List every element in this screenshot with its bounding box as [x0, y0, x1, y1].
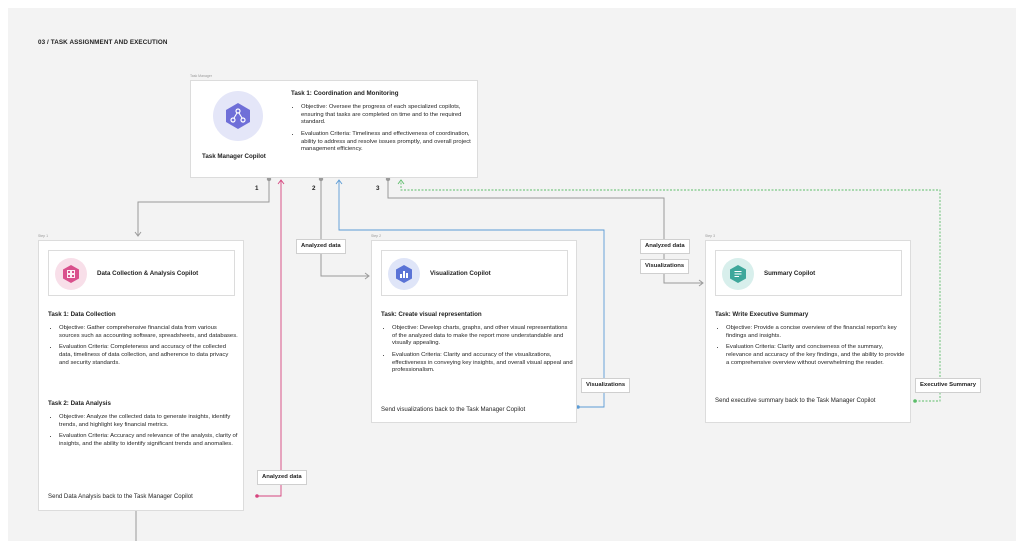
manager-small-label: Task Manager	[190, 74, 212, 78]
assign-connector-3-arrow	[698, 279, 704, 287]
document-lines-icon	[730, 265, 746, 283]
diagram-canvas: 03 / TASK ASSIGNMENT AND EXECUTION 1 2 3…	[8, 8, 1016, 541]
step3-bullets: Objective: Provide a concise overview of…	[716, 325, 908, 372]
assignment-number-3: 3	[376, 185, 380, 192]
step2-copilot-header: Visualization Copilot	[381, 250, 568, 296]
list-item: Objective: Provide a concise overview of…	[726, 325, 908, 340]
step3-copilot-header: Summary Copilot	[715, 250, 902, 296]
data-collection-card[interactable]: Data Collection & Analysis Copilot Task …	[38, 240, 244, 511]
list-item: Objective: Oversee the progress of each …	[301, 104, 477, 127]
visualization-card[interactable]: Visualization Copilot Task: Create visua…	[371, 240, 577, 423]
return-connector-step1-arrow	[277, 179, 285, 185]
return-connector-step2-dot	[576, 405, 580, 409]
page-title: 03 / TASK ASSIGNMENT AND EXECUTION	[38, 39, 168, 46]
bar-chart-icon	[396, 265, 412, 283]
step1-footer: Send Data Analysis back to the Task Mana…	[48, 493, 193, 500]
return-connector-step1	[257, 180, 282, 497]
connector-layer	[134, 176, 941, 541]
edge-label-analyzed-data-viz: Analyzed data	[296, 239, 346, 254]
network-nodes-icon	[226, 103, 250, 129]
list-item: Evaluation Criteria: Accuracy and releva…	[59, 433, 239, 448]
manager-name: Task Manager Copilot	[202, 153, 266, 160]
edge-label-analyzed-data-summary: Analyzed data	[640, 239, 690, 254]
edge-label-executive-summary-return: Executive Summary	[915, 378, 981, 393]
return-connector-step3-arrow	[397, 179, 405, 185]
step3-small-label: Step 3	[705, 234, 716, 238]
step1-task2-title: Task 2: Data Analysis	[48, 400, 111, 407]
step2-small-label: Step 2	[371, 234, 382, 238]
manager-task-title: Task 1: Coordination and Monitoring	[291, 90, 399, 97]
task-manager-card[interactable]: Task Manager Copilot Task 1: Coordinatio…	[190, 80, 478, 178]
step1-copilot-header: Data Collection & Analysis Copilot	[48, 250, 235, 296]
edge-label-visualizations-return: Visualizations	[581, 378, 631, 393]
assign-connector-2-arrow	[364, 272, 370, 280]
return-connector-step3	[400, 180, 941, 402]
step1-task1-title: Task 1: Data Collection	[48, 311, 116, 318]
return-connector-step2-arrow	[335, 179, 343, 185]
return-connector-step2	[338, 180, 605, 408]
return-connector-step3-dot	[913, 399, 917, 403]
list-item: Objective: Gather comprehensive financia…	[59, 325, 239, 340]
assign-connector-3	[387, 179, 702, 284]
step2-task-title: Task: Create visual representation	[381, 311, 482, 318]
assignment-number-1: 1	[255, 185, 259, 192]
step3-name: Summary Copilot	[764, 270, 816, 277]
list-item: Evaluation Criteria: Completeness and ac…	[59, 344, 239, 367]
step2-footer: Send visualizations back to the Task Man…	[381, 406, 526, 413]
assignment-number-2: 2	[312, 185, 316, 192]
step2-name: Visualization Copilot	[430, 270, 491, 277]
assign-connector-2	[320, 179, 368, 277]
list-item: Evaluation Criteria: Clarity and concise…	[726, 344, 908, 367]
step1-name: Data Collection & Analysis Copilot	[97, 270, 199, 277]
edge-label-visualizations-summary: Visualizations	[640, 259, 690, 274]
manager-bullets: Objective: Oversee the progress of each …	[291, 104, 477, 158]
step1-task1-bullets: Objective: Gather comprehensive financia…	[49, 325, 239, 372]
list-item: Objective: Analyze the collected data to…	[59, 414, 239, 429]
list-item: Evaluation Criteria: Timeliness and effe…	[301, 131, 477, 154]
step2-bullets: Objective: Develop charts, graphs, and o…	[382, 325, 574, 379]
step1-small-label: Step 1	[38, 234, 49, 238]
grid-blocks-icon	[63, 265, 79, 283]
step1-task2-bullets: Objective: Analyze the collected data to…	[49, 414, 239, 453]
step3-footer: Send executive summary back to the Task …	[715, 397, 876, 404]
summary-card[interactable]: Summary Copilot Task: Write Executive Su…	[705, 240, 911, 423]
step3-task-title: Task: Write Executive Summary	[715, 311, 809, 318]
return-connector-step1-dot	[255, 494, 259, 498]
assign-connector-1-arrow	[134, 231, 142, 237]
edge-label-analyzed-data-return: Analyzed data	[257, 470, 307, 485]
list-item: Evaluation Criteria: Clarity and accurac…	[392, 352, 574, 375]
assign-connector-1	[137, 179, 270, 235]
list-item: Objective: Develop charts, graphs, and o…	[392, 325, 574, 348]
